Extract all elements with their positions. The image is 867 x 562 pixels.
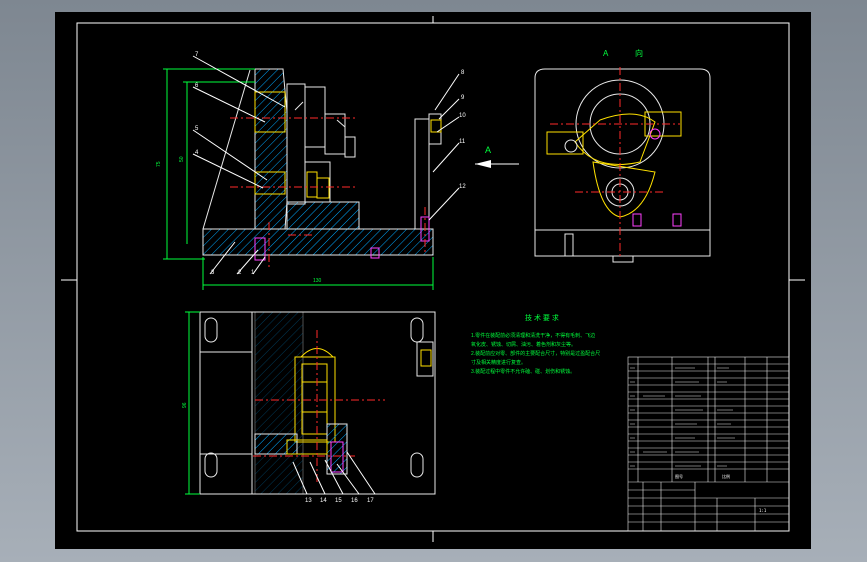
callout-3: 3 bbox=[211, 270, 215, 276]
callout-9: 9 bbox=[461, 95, 465, 101]
dim-overall-height: 75 bbox=[156, 161, 162, 167]
tech-line-4: 寸及相关精度进行复查。 bbox=[471, 359, 526, 366]
tech-line-1: 1.零件在装配前必须清理和清洗干净，不得有毛刺、飞边 bbox=[471, 332, 595, 339]
parts-list bbox=[627, 356, 790, 532]
tech-line-2: 氧化皮、锈蚀、切屑、油污、着色剂和灰尘等。 bbox=[471, 341, 576, 348]
callout-14: 14 bbox=[320, 498, 327, 504]
title-sheet-label: 图号 bbox=[675, 473, 683, 479]
cad-drawing-canvas[interactable]: 7 6 5 4 3 2 1 8 9 10 11 12 75 50 130 A bbox=[55, 12, 811, 549]
tech-title: 技 术 要 求 bbox=[525, 313, 559, 322]
callout-17: 17 bbox=[367, 498, 374, 504]
plan-view bbox=[185, 311, 436, 495]
callout-2: 2 bbox=[238, 270, 242, 276]
callout-5: 5 bbox=[195, 126, 199, 132]
callout-15: 15 bbox=[335, 498, 342, 504]
dim-inner-height: 50 bbox=[179, 156, 185, 162]
drawing-svg: 7 6 5 4 3 2 1 8 9 10 11 12 75 50 130 A bbox=[61, 16, 805, 542]
callout-4: 4 bbox=[195, 150, 199, 156]
title-ratio: 1:1 bbox=[759, 508, 767, 513]
front-view bbox=[163, 55, 519, 290]
view-a bbox=[534, 67, 711, 263]
callout-8: 8 bbox=[461, 70, 465, 76]
tech-line-3: 2.装配前应对零、部件的主要配合尺寸，特别是过盈配合尺 bbox=[471, 350, 600, 357]
tech-line-5: 3.装配过程中零件不允许磕、碰、划伤和锈蚀。 bbox=[471, 368, 575, 375]
callout-13: 13 bbox=[305, 498, 312, 504]
callout-10: 10 bbox=[459, 113, 466, 119]
parts-list-entries bbox=[630, 367, 735, 467]
title-scale-label: 比例 bbox=[722, 473, 730, 479]
dim-bottom-height: 96 bbox=[182, 402, 188, 408]
callout-11: 11 bbox=[459, 139, 466, 145]
callout-16: 16 bbox=[351, 498, 358, 504]
callout-7: 7 bbox=[195, 52, 199, 58]
callout-12: 12 bbox=[459, 184, 466, 190]
arrow-label: A bbox=[485, 145, 491, 155]
callout-1: 1 bbox=[251, 270, 255, 276]
view-a-word: 向 bbox=[635, 48, 643, 58]
dim-width: 130 bbox=[313, 278, 322, 284]
view-a-letter: A bbox=[603, 49, 609, 58]
callout-6: 6 bbox=[195, 83, 199, 89]
tech-notes: 1.零件在装配前必须清理和清洗干净，不得有毛刺、飞边 氧化皮、锈蚀、切屑、油污、… bbox=[471, 332, 600, 375]
